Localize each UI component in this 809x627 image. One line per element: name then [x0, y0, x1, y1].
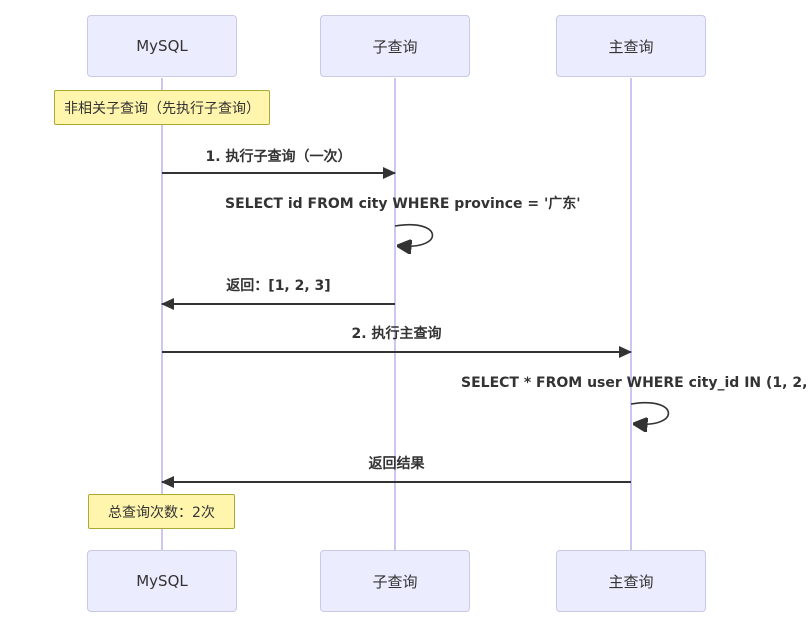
actor-subquery-label: 子查询 — [372, 37, 418, 56]
self-loop-subquery — [394, 223, 434, 253]
arrowhead-right-icon — [383, 167, 396, 179]
message-4-arrow — [162, 346, 632, 358]
actor-mainquery-label: 主查询 — [608, 37, 654, 56]
message-1-arrow — [162, 167, 396, 179]
actor-mysql-label: MySQL — [136, 572, 188, 590]
message-4-label: 2. 执行主查询 — [351, 326, 442, 342]
lifeline-subquery — [394, 78, 396, 550]
message-1-label: 1. 执行子查询（一次） — [205, 149, 352, 165]
actor-subquery-label: 子查询 — [372, 572, 418, 591]
actor-mysql-top: MySQL — [87, 15, 237, 77]
message-5-label: SELECT * FROM user WHERE city_id IN (1, … — [461, 375, 809, 391]
arrowhead-right-icon — [619, 346, 632, 358]
arrowhead-left-icon — [161, 298, 174, 310]
actor-mysql-bottom: MySQL — [87, 550, 237, 612]
message-2-label: SELECT id FROM city WHERE province = '广东… — [225, 196, 581, 212]
message-6-label: 返回结果 — [368, 456, 425, 472]
arrowhead-left-icon — [161, 476, 174, 488]
message-3-label: 返回：[1, 2, 3] — [226, 278, 331, 294]
actor-mysql-label: MySQL — [136, 37, 188, 55]
lifeline-mainquery — [630, 78, 632, 550]
actor-mainquery-bottom: 主查询 — [556, 550, 706, 612]
actor-mainquery-top: 主查询 — [556, 15, 706, 77]
self-loop-mainquery — [630, 401, 670, 432]
message-6-arrow — [161, 476, 631, 488]
message-3-arrow — [161, 298, 395, 310]
actor-subquery-bottom: 子查询 — [320, 550, 470, 612]
actor-mainquery-label: 主查询 — [608, 572, 654, 591]
lifeline-mysql — [161, 78, 163, 550]
note-total-query-count: 总查询次数：2次 — [88, 494, 235, 529]
actor-subquery-top: 子查询 — [320, 15, 470, 77]
note-uncorrelated-subquery: 非相关子查询（先执行子查询） — [54, 90, 270, 125]
